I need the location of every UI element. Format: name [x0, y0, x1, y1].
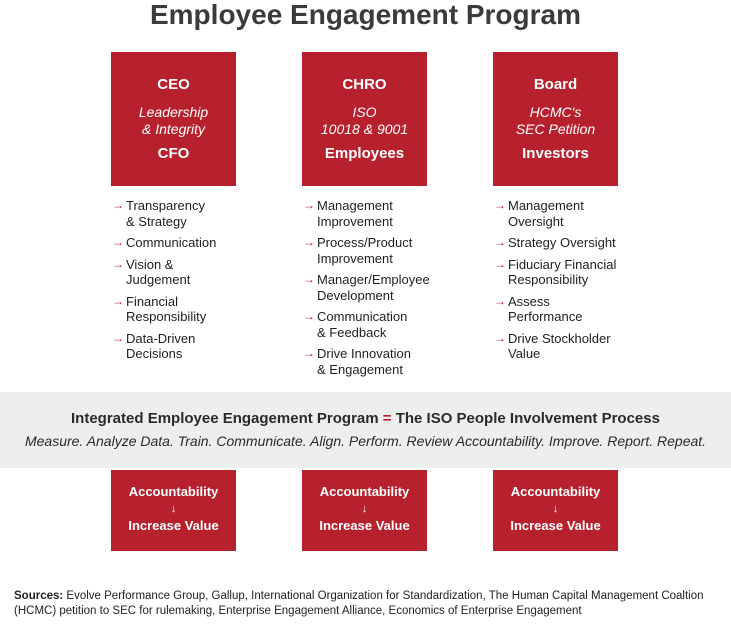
role-box-top: Board — [533, 76, 578, 93]
arrow-right-icon: → — [303, 309, 315, 323]
arrow-right-icon: → — [494, 235, 506, 249]
sources-note: Sources: Evolve Performance Group, Gallu… — [14, 589, 726, 619]
list-item: →Communication& Feedback — [303, 309, 408, 340]
arrow-right-icon: → — [303, 272, 315, 286]
outcome-box: Accountability ↓ Increase Value — [493, 470, 618, 551]
outcome-line-value: Increase Value — [319, 518, 410, 533]
outcome-line-accountability: Accountability — [319, 484, 410, 499]
list-item: →Vision &Judgement — [112, 256, 191, 288]
outcome-box: Accountability ↓ Increase Value — [111, 470, 236, 551]
outcome-line-value: Increase Value — [128, 518, 219, 533]
arrow-right-icon: → — [494, 198, 506, 212]
role-box-middle: Leadership & Integrity — [111, 104, 236, 138]
arrow-right-icon: → — [494, 293, 506, 308]
band-headline-left: Integrated Employee Engagement Program — [71, 410, 379, 427]
bullet-list: →Transparency& Strategy →Communication →… — [111, 198, 256, 362]
arrow-down-icon: ↓ — [552, 503, 559, 515]
list-item: →Drive Innovation& Engagement — [303, 346, 411, 377]
arrow-down-icon: ↓ — [361, 503, 368, 515]
role-box-middle-line: SEC Petition — [515, 121, 596, 137]
column-ceo: CEO Leadership & Integrity CFO →Transpar… — [111, 52, 256, 368]
role-box-ceo: CEO Leadership & Integrity CFO — [111, 52, 236, 186]
list-item: →Transparency& Strategy — [112, 198, 205, 229]
equals-sign: = — [382, 410, 392, 427]
role-box-middle-line: ISO — [352, 104, 377, 120]
arrow-right-icon: → — [112, 256, 124, 271]
role-box-board: Board HCMC's SEC Petition Investors — [493, 52, 618, 186]
outcome-line-value: Increase Value — [510, 518, 601, 533]
band-subline: Measure. Analyze Data. Train. Communicat… — [24, 433, 707, 449]
integration-band: Integrated Employee Engagement Program =… — [0, 392, 731, 468]
column-board: Board HCMC's SEC Petition Investors →Man… — [493, 52, 638, 368]
sources-label: Sources: — [14, 590, 64, 602]
list-item: →Strategy Oversight — [494, 235, 616, 250]
role-box-chro: CHRO ISO 10018 & 9001 Employees — [302, 52, 427, 186]
role-box-middle: HCMC's SEC Petition — [493, 104, 618, 138]
role-box-bottom: Employees — [324, 145, 405, 162]
arrow-right-icon: → — [112, 198, 124, 212]
outcome-line-accountability: Accountability — [510, 484, 601, 499]
page-title: Employee Engagement Program — [149, 0, 581, 30]
arrow-down-icon: ↓ — [170, 503, 177, 515]
role-box-middle-line: 10018 & 9001 — [320, 121, 409, 137]
arrow-right-icon: → — [494, 330, 506, 345]
arrow-right-icon: → — [112, 293, 124, 308]
band-headline: Integrated Employee Engagement Program =… — [0, 410, 731, 428]
role-box-top: CEO — [157, 76, 190, 93]
role-box-middle: ISO 10018 & 9001 — [302, 104, 427, 138]
arrow-right-icon: → — [303, 346, 315, 360]
list-item: →Communication — [112, 235, 217, 250]
arrow-right-icon: → — [303, 235, 315, 249]
arrow-right-icon: → — [112, 330, 124, 345]
role-box-middle-line: HCMC's — [529, 104, 582, 120]
arrow-right-icon: → — [112, 235, 124, 249]
arrow-right-icon: → — [494, 256, 506, 271]
role-box-bottom: CFO — [157, 145, 190, 162]
outcome-line-accountability: Accountability — [128, 484, 219, 499]
role-box-top: CHRO — [342, 76, 387, 93]
band-headline-right: The ISO People Involvement Process — [395, 410, 660, 427]
sources-text: Evolve Performance Group, Gallup, Intern… — [14, 590, 704, 617]
role-box-bottom: Investors — [522, 145, 589, 162]
arrow-right-icon: → — [303, 198, 315, 212]
role-box-middle-line: & Integrity — [141, 121, 206, 137]
outcome-box: Accountability ↓ Increase Value — [302, 470, 427, 551]
role-box-middle-line: Leadership — [138, 104, 209, 120]
column-chro: CHRO ISO 10018 & 9001 Employees →Managem… — [302, 52, 447, 383]
